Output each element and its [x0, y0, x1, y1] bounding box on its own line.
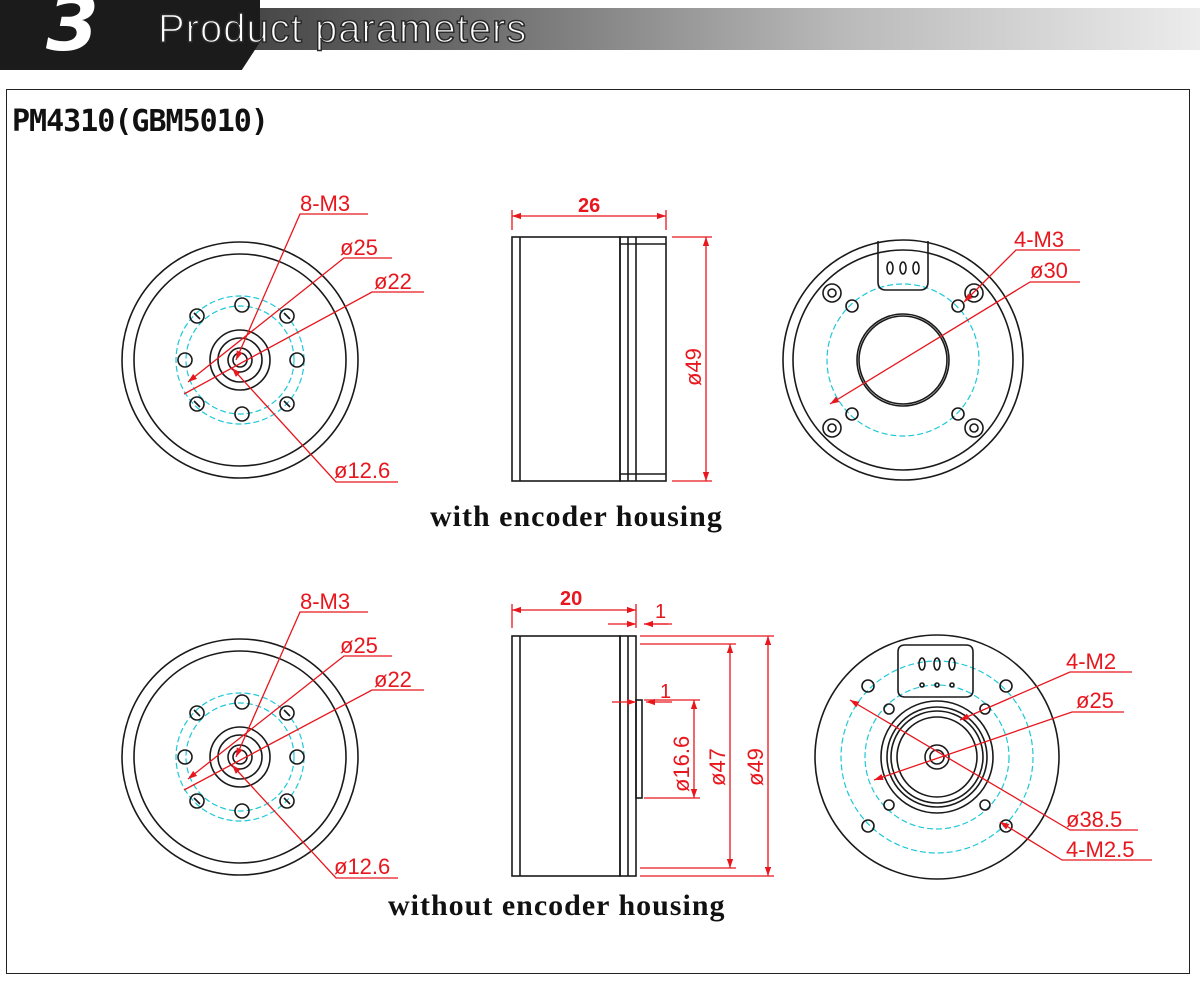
- back-dims-without-encoder: [849, 671, 1152, 861]
- side-view-with-encoder: [511, 236, 667, 482]
- dim-d25: ø25: [340, 235, 378, 260]
- dim-step-1-top: 1: [655, 601, 666, 623]
- dim-length-20: 20: [560, 588, 582, 610]
- front-view-with-encoder: [121, 241, 359, 479]
- dim-d49: ø49: [681, 348, 706, 386]
- back-view-without-encoder: [814, 634, 1060, 880]
- dim-d12-6: ø12.6: [334, 458, 390, 483]
- dim-d22-b: ø22: [374, 667, 412, 692]
- dim-d12-6-b: ø12.6: [334, 854, 390, 879]
- front-view-without-encoder: [121, 638, 359, 876]
- dim-d30: ø30: [1030, 258, 1068, 283]
- section-number: 3: [46, 0, 99, 68]
- header-number-block: [0, 0, 260, 70]
- model-title: PM4310(GBM5010): [12, 104, 269, 139]
- side-dims-with-encoder: [511, 210, 712, 482]
- dim-d38-5: ø38.5: [1066, 807, 1122, 832]
- caption-with-encoder: with encoder housing: [430, 500, 723, 533]
- dim-d49-b: ø49: [743, 748, 768, 786]
- drawing-frame: [6, 89, 1190, 974]
- dim-holes-4m2-5: 4-M2.5: [1066, 837, 1134, 862]
- back-view-with-encoder: [782, 239, 1024, 481]
- section-header: 3 Product parameters: [0, 0, 1200, 70]
- dim-length-26: 26: [578, 195, 600, 217]
- dim-holes-8m3: 8-M3: [300, 191, 350, 216]
- back-dims-with-encoder: [829, 249, 1080, 405]
- caption-without-encoder: without encoder housing: [388, 889, 726, 922]
- dim-holes-8m3-b: 8-M3: [300, 589, 350, 614]
- dim-d22: ø22: [374, 269, 412, 294]
- dim-d47: ø47: [705, 748, 730, 786]
- section-title: Product parameters: [157, 7, 528, 51]
- side-dims-without-encoder: [511, 604, 774, 877]
- dim-d25-back: ø25: [1076, 688, 1114, 713]
- dim-d16-6: ø16.6: [669, 736, 694, 792]
- dim-holes-4m3: 4-M3: [1014, 227, 1064, 252]
- front-dims-with-encoder: [183, 213, 424, 483]
- dim-step-1-mid: 1: [660, 681, 671, 703]
- side-view-without-encoder: [511, 635, 643, 877]
- dim-d25-b: ø25: [340, 633, 378, 658]
- front-dims-without-encoder: [183, 611, 424, 879]
- dim-holes-4m2: 4-M2: [1066, 649, 1116, 674]
